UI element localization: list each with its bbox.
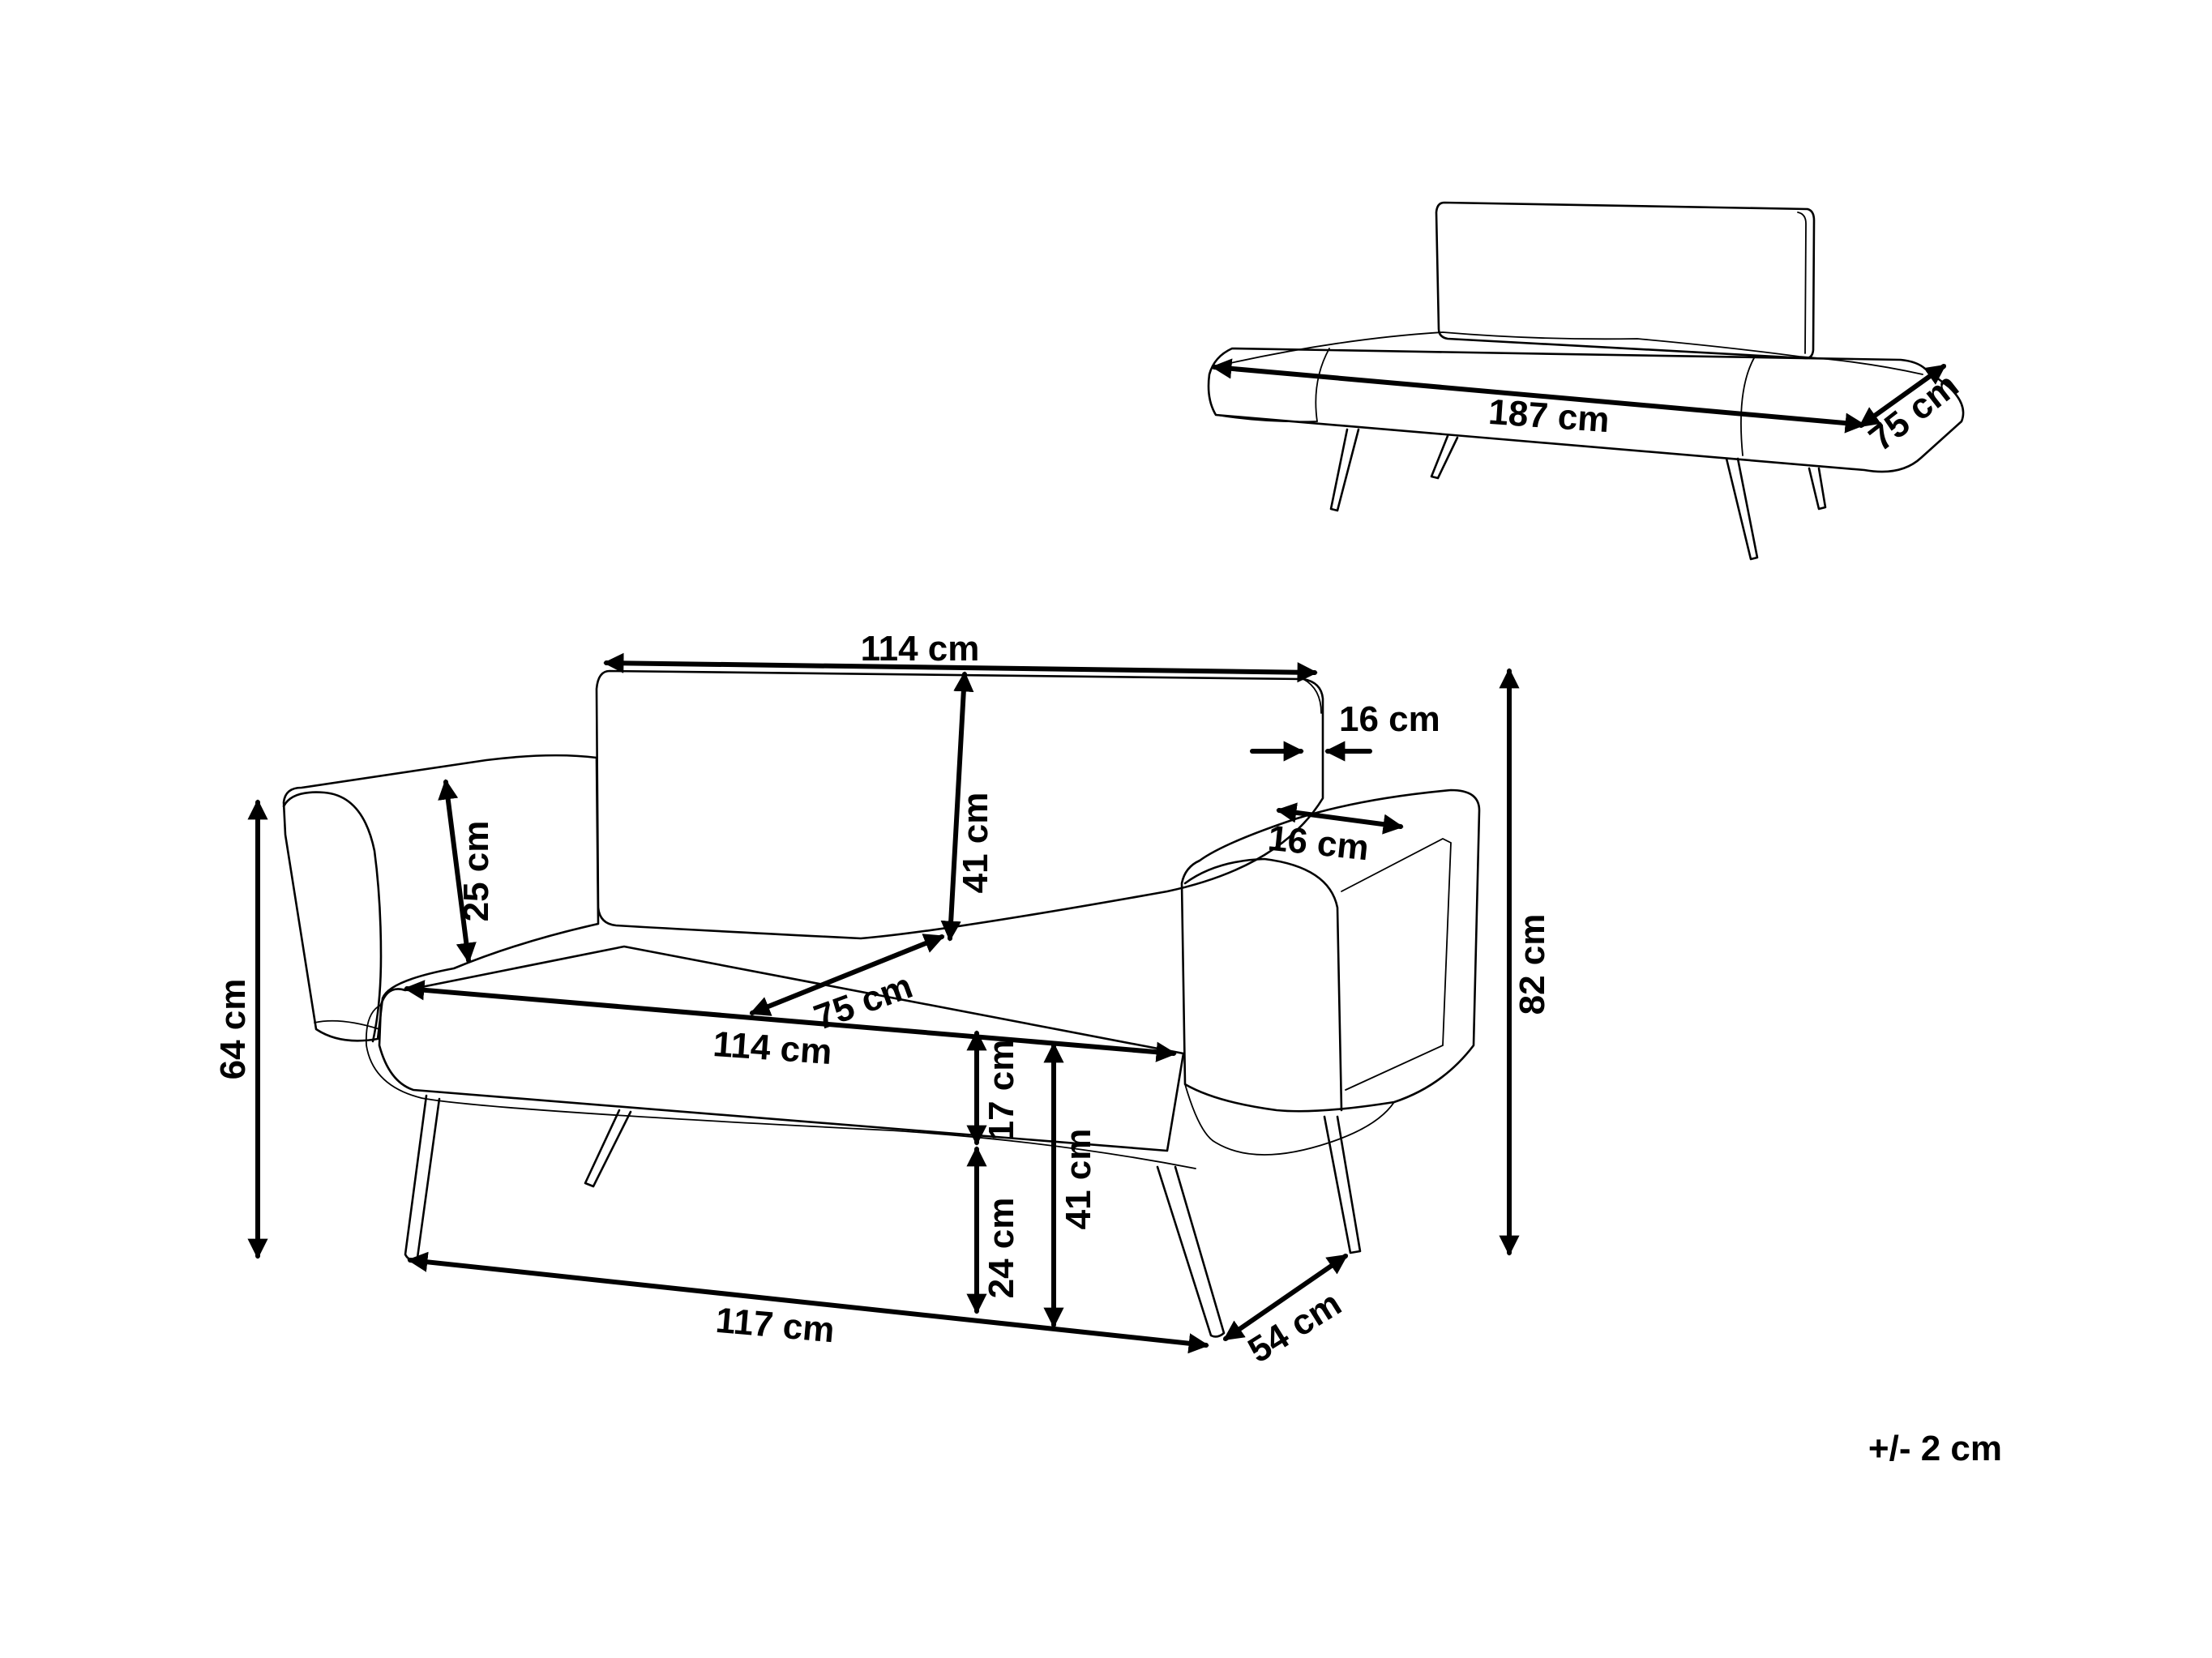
flat-leg-front-right [1725,457,1759,561]
label-seat-width: 114 cm [712,1024,833,1072]
dim-line-leg-span-depth [1222,1254,1349,1341]
dim-line-arm-top-width [1276,802,1404,835]
label-back-thickness: 16 cm [1339,699,1440,739]
dimension-labels: 187 cm 75 cm 114 cm 41 cm 16 cm 25 cm 16… [213,365,2002,1468]
label-back-width: 114 cm [861,629,980,669]
dimension-lines [247,358,1947,1354]
label-arm-height: 64 cm [213,979,253,1080]
label-top-length: 187 cm [1487,392,1611,440]
flat-leg-back-right [1808,467,1827,511]
label-seat-height: 41 cm [1059,1129,1098,1230]
label-leg-span-depth: 54 cm [1241,1284,1348,1371]
leg-front-right [1156,1165,1226,1338]
label-leg-span-width: 117 cm [714,1301,836,1351]
left-armrest [282,754,600,1042]
leg-front-left [404,1094,441,1261]
label-total-height: 82 cm [1512,914,1552,1015]
label-leg-height: 24 cm [982,1198,1021,1299]
flat-backrest [1435,201,1816,360]
leg-back-right [1323,1115,1362,1254]
dim-line-arm-inner-height [438,779,477,964]
label-arm-top-width: 16 cm [1266,818,1371,869]
dim-line-top-depth [1858,364,1947,428]
label-cushion-thickness: 17 cm [982,1040,1021,1141]
dim-line-back-height [940,671,974,942]
flat-leg-front-left [1329,428,1360,512]
dim-line-top-length [1211,358,1866,434]
tolerance-note: +/- 2 cm [1868,1429,2002,1468]
dim-line-leg-span-width [407,1251,1209,1354]
label-back-height: 41 cm [956,793,995,894]
flat-sofa-illustration [1207,201,1965,561]
dim-line-back-width [603,652,1318,683]
leg-back-left [584,1109,632,1188]
label-arm-inner-height: 25 cm [456,821,496,922]
flat-leg-back-left [1430,434,1459,480]
seat-cushion [378,945,1185,1152]
